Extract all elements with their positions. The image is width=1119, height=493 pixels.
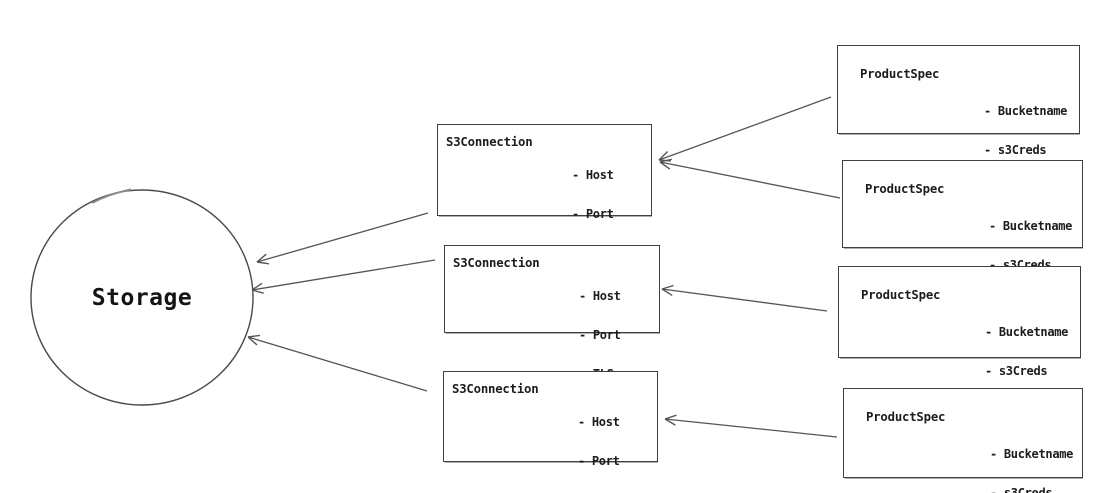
node-attribute: - Host [578, 415, 620, 429]
productspec-node-2: ProductSpec - Bucketname - s3Creds [842, 160, 1083, 272]
node-attribute: - Bucketname [989, 219, 1073, 233]
arrow-productspec-3-to-s3connection-2 [661, 284, 828, 312]
productspec-node-4: ProductSpec - Bucketname - s3Creds [843, 388, 1083, 493]
node-attribute-list: - Bucketname - s3Creds [985, 300, 1068, 404]
node-attribute: - s3Creds [985, 364, 1048, 378]
node-title: S3Connection [453, 256, 540, 270]
node-attribute: - Host [572, 168, 614, 182]
productspec-node-3: ProductSpec - Bucketname - s3Creds [838, 266, 1081, 378]
node-attribute-list: - Bucketname - s3Creds [984, 79, 1067, 183]
node-title: ProductSpec [866, 410, 946, 424]
s3connection-node-2: S3Connection - Host - Port - TLS [444, 245, 660, 381]
node-attribute: - s3Creds [984, 143, 1047, 157]
node-attribute: - Port [578, 454, 620, 468]
arrow-productspec-4-to-s3connection-3 [664, 414, 838, 438]
s3connection-node-1: S3Connection - Host - Port - TLS [437, 124, 652, 260]
productspec-node-1: ProductSpec - Bucketname - s3Creds [837, 45, 1080, 157]
node-attribute: - Port [579, 328, 621, 342]
node-title: ProductSpec [865, 182, 945, 196]
node-attribute: - Bucketname [985, 325, 1069, 339]
arrow-productspec-2-to-s3connection-1 [659, 158, 841, 199]
node-title: ProductSpec [860, 67, 940, 81]
node-attribute-list: - Host - Port - TLS [578, 390, 620, 493]
node-title: S3Connection [446, 135, 533, 149]
arrow-productspec-1-to-s3connection-1 [658, 96, 832, 162]
arrow-s3connection-3-to-storage [247, 334, 428, 392]
node-attribute: - Port [572, 207, 614, 221]
node-attribute: - s3Creds [990, 486, 1053, 493]
storage-node-label: Storage [91, 284, 193, 311]
arrow-s3connection-2-to-storage [251, 259, 436, 294]
storage-circle-overdraw [91, 188, 132, 204]
arrow-s3connection-1-to-storage [256, 212, 429, 265]
node-attribute: - Host [579, 289, 621, 303]
storage-circle [30, 189, 254, 406]
s3connection-node-3: S3Connection - Host - Port - TLS [443, 371, 658, 468]
storage-node: Storage [31, 190, 253, 405]
node-title: S3Connection [452, 382, 539, 396]
node-attribute: - Bucketname [990, 447, 1074, 461]
node-title: ProductSpec [861, 288, 941, 302]
node-attribute: - Bucketname [984, 104, 1068, 118]
node-attribute-list: - Bucketname - s3Creds [990, 422, 1073, 493]
